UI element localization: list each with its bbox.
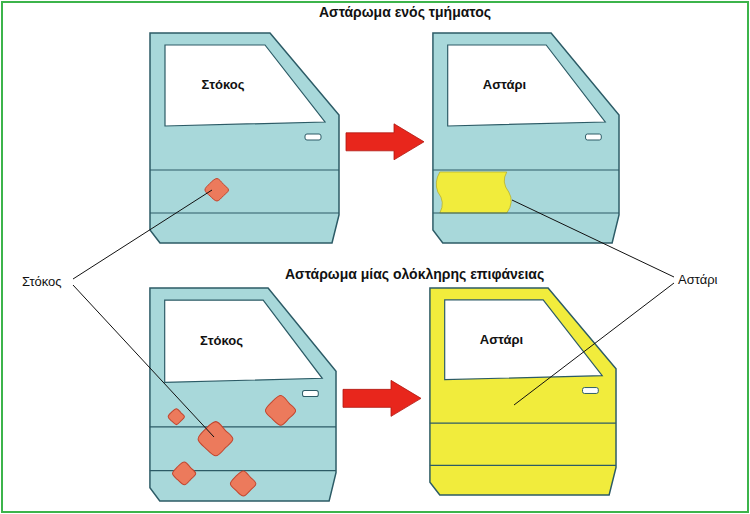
door-window bbox=[445, 300, 603, 380]
door-crease bbox=[150, 426, 336, 427]
title-wrap: Αστάρωμα ενός τμήματος bbox=[0, 3, 750, 21]
title: Αστάρωμα ενός τμήματος bbox=[319, 4, 491, 20]
filler-spot bbox=[205, 178, 229, 201]
door-crease bbox=[433, 169, 619, 170]
process-arrow bbox=[343, 380, 421, 416]
door-crease bbox=[150, 212, 339, 213]
door-window bbox=[448, 45, 606, 126]
door-handle bbox=[583, 388, 599, 394]
door-label: Στόκος bbox=[184, 77, 262, 92]
car-door: Στόκος bbox=[145, 30, 340, 245]
door-handle bbox=[586, 134, 602, 140]
door-handle bbox=[303, 390, 319, 396]
door-label: Αστάρι bbox=[466, 77, 543, 92]
door-panel bbox=[430, 288, 616, 495]
door-crease bbox=[150, 169, 339, 170]
door-drawing bbox=[425, 285, 617, 497]
car-door: Αστάρι bbox=[428, 30, 620, 245]
callout-label: Αστάρι bbox=[678, 272, 717, 287]
process-arrow bbox=[346, 124, 424, 160]
door-panel bbox=[150, 288, 336, 501]
door-window bbox=[165, 45, 325, 126]
filler-spot bbox=[172, 462, 195, 485]
filler-spot bbox=[168, 409, 184, 425]
door-handle bbox=[305, 134, 321, 140]
door-panel bbox=[150, 33, 339, 243]
door-drawing bbox=[145, 30, 340, 245]
section-title: Αστάρωμα μίας ολόκληρης επιφάνειας bbox=[285, 266, 544, 282]
door-window bbox=[165, 300, 323, 382]
door-drawing bbox=[428, 30, 620, 245]
door-crease bbox=[433, 212, 619, 213]
door-panel bbox=[433, 33, 619, 243]
door-label: Στόκος bbox=[183, 333, 260, 348]
filler-spot bbox=[230, 471, 256, 496]
car-door: Αστάρι bbox=[425, 285, 617, 497]
door-crease bbox=[430, 422, 616, 423]
primer-patch bbox=[436, 172, 511, 213]
door-crease bbox=[430, 465, 616, 466]
callout-label: Στόκος bbox=[22, 274, 62, 289]
door-label: Αστάρι bbox=[463, 332, 540, 347]
filler-spot bbox=[198, 422, 233, 456]
filler-spot bbox=[265, 396, 295, 426]
